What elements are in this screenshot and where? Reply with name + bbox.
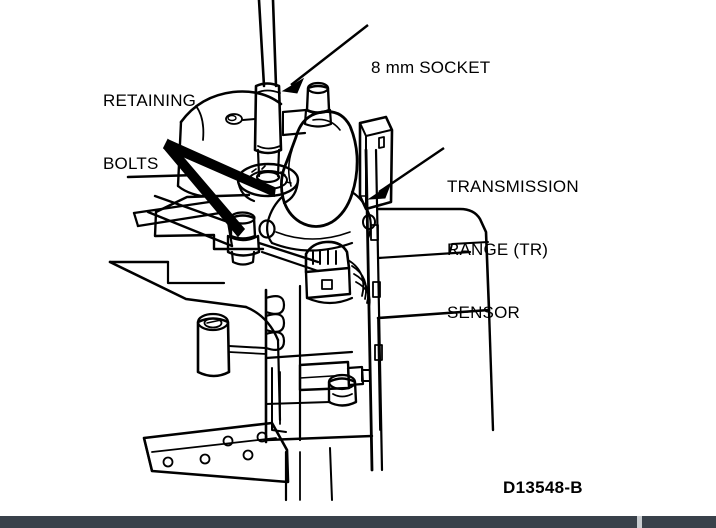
bottom-toolbar-indicator <box>637 516 642 528</box>
center-ribbed-casting <box>264 284 374 444</box>
bottom-case-edges <box>284 447 333 502</box>
leader-socket <box>281 24 369 94</box>
harness-connector <box>304 240 354 305</box>
lower-bolt-head <box>327 373 358 407</box>
sensor-mounting-flange <box>258 190 376 252</box>
socket-extension-bar <box>257 0 278 88</box>
leader-tr-sensor <box>367 147 445 200</box>
figure-id-code: D13548-B <box>503 478 583 497</box>
callout-transmission-range-sensor: TRANSMISSION RANGE (TR) SENSOR <box>447 134 579 365</box>
wiring-harness <box>347 259 371 308</box>
tr-sensor-body <box>280 110 359 228</box>
leader-retaining-bolts <box>162 138 276 238</box>
upper-bracket <box>242 108 308 137</box>
callout-retaining-bolts-line2: BOLTS <box>103 154 159 173</box>
callout-tr-sensor-line1: TRANSMISSION <box>447 177 579 196</box>
callout-retaining-bolts: RETAINING BOLTS <box>103 48 196 216</box>
case-parting-rib <box>364 148 384 472</box>
bottom-toolbar <box>0 516 716 528</box>
right-housing <box>376 207 495 432</box>
oil-pan-flange-plate <box>142 421 290 484</box>
callout-socket: 8 mm SOCKET <box>371 15 490 120</box>
socket-body <box>253 82 283 184</box>
callout-tr-sensor-line2: RANGE (TR) <box>447 240 549 259</box>
callout-retaining-bolts-line1: RETAINING <box>103 91 197 110</box>
manual-lever-linkage <box>126 173 320 273</box>
callout-tr-sensor-line3: SENSOR <box>447 303 520 322</box>
cylindrical-boss <box>196 312 267 378</box>
case-stud <box>303 81 333 128</box>
callout-socket-line1: 8 mm SOCKET <box>371 58 491 77</box>
